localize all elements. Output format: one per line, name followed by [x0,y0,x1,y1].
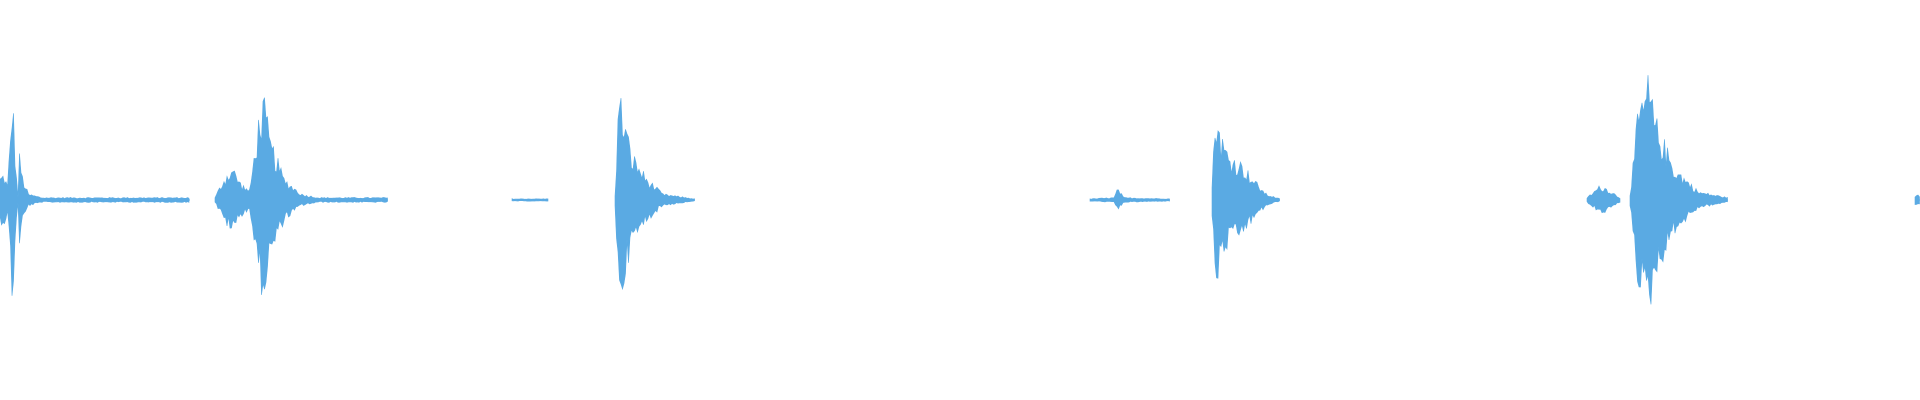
waveform-clip-8 [1629,75,1728,305]
waveform-clips [0,75,1920,305]
waveform-clip-6 [1211,130,1280,279]
waveform-clip-1 [0,113,190,296]
waveform-clip-4 [614,98,695,291]
waveform-clip-5 [1089,189,1170,210]
waveform-clip-7 [1586,185,1621,214]
waveform-clip-2 [214,97,388,295]
